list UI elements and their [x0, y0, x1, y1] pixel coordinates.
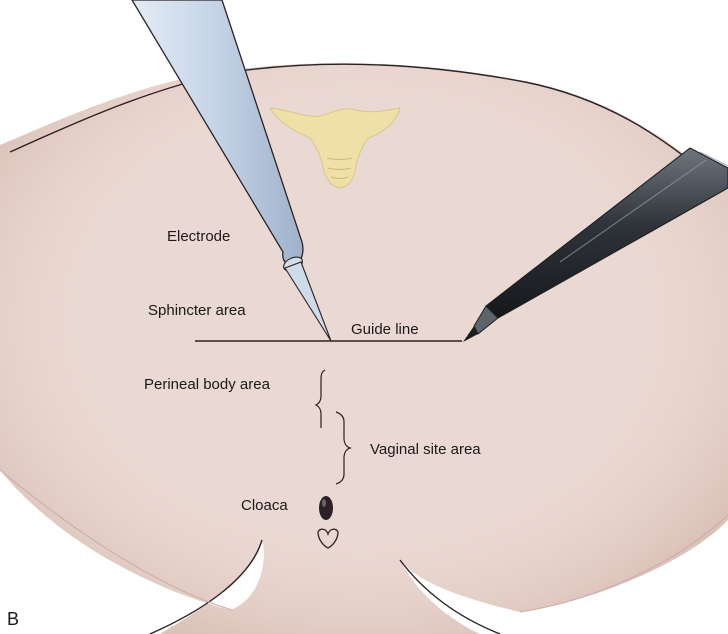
marking-pen: [463, 147, 728, 342]
vaginal-brace: [335, 411, 352, 485]
cloaca-opening: [319, 496, 333, 520]
panel-letter: B: [7, 609, 20, 629]
guide-line-label: Guide line: [351, 321, 419, 338]
left-thigh-line: [0, 469, 233, 611]
right-fold-line: [399, 559, 501, 634]
body-outline-top: [9, 63, 723, 189]
perineal-brace: [314, 369, 326, 428]
left-leg-gap: [0, 470, 264, 634]
vaginal-site-area-label: Vaginal site area: [370, 441, 481, 458]
electrode: [131, 0, 332, 342]
sphincter-area-label: Sphincter area: [148, 302, 246, 319]
cloaca-label: Cloaca: [241, 497, 288, 514]
right-thigh-line: [519, 514, 728, 613]
perineal-body-area-label: Perineal body area: [144, 376, 270, 393]
sacrum-bone: [269, 107, 401, 189]
body-shading: [0, 63, 728, 634]
left-fold-line: [149, 539, 263, 634]
electrode-label: Electrode: [167, 228, 231, 245]
anal-fold: [317, 528, 339, 549]
right-leg-gap: [400, 520, 728, 634]
